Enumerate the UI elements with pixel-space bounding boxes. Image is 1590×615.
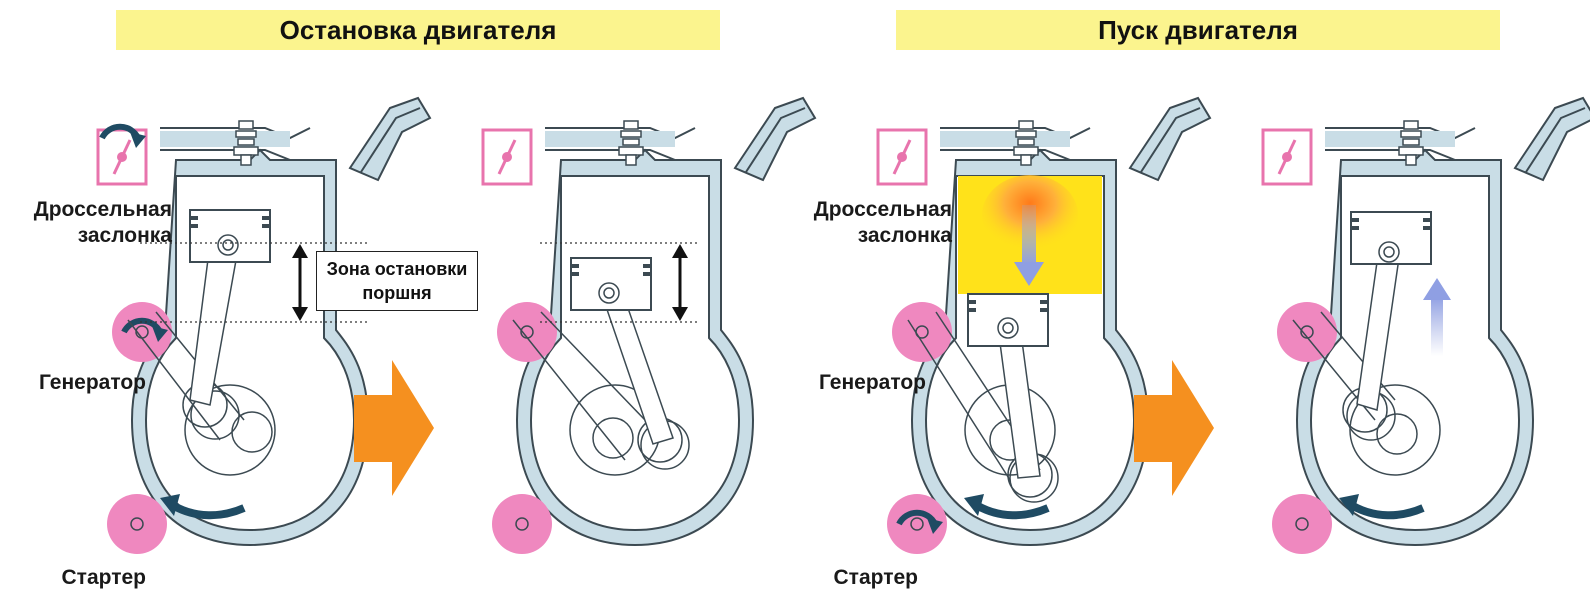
generator-label-right: Генератор xyxy=(798,370,926,396)
engine-stop-state-2 xyxy=(481,97,816,554)
step-arrow-icon xyxy=(1134,360,1214,496)
zone-label-line1: Зона остановки xyxy=(326,259,468,279)
starter-label-left: Стартер xyxy=(40,565,146,591)
generator-label-left: Генератор xyxy=(18,370,146,396)
engine-start-state-1 xyxy=(876,97,1211,554)
throttle-valve-icon xyxy=(1261,128,1313,186)
throttle-label-left: Дроссельная заслонка xyxy=(10,197,172,249)
double-arrow-icon xyxy=(292,244,308,321)
throttle-label-line1: Дроссельная xyxy=(813,198,952,221)
banner-engine-stop-text: Остановка двигателя xyxy=(279,14,557,45)
generator-label-text: Генератор xyxy=(38,371,146,394)
generator-label-text: Генератор xyxy=(818,371,926,394)
throttle-label-line2: заслонка xyxy=(77,224,172,247)
starter-label-text: Стартер xyxy=(61,566,146,589)
zone-label-line2: поршня xyxy=(362,283,432,303)
banner-engine-stop: Остановка двигателя xyxy=(116,10,720,50)
throttle-label-right: Дроссельная заслонка xyxy=(790,197,952,249)
step-arrow-icon xyxy=(354,360,434,496)
starter-label-right: Стартер xyxy=(812,565,918,591)
piston-stop-zone-label: Зона остановки поршня xyxy=(316,251,478,311)
throttle-valve-icon xyxy=(481,128,533,186)
throttle-label-line1: Дроссельная xyxy=(33,198,172,221)
banner-engine-start: Пуск двигателя xyxy=(896,10,1500,50)
double-arrow-icon xyxy=(672,244,688,321)
throttle-label-line2: заслонка xyxy=(857,224,952,247)
engine-stop-state-1 xyxy=(96,97,431,554)
throttle-valve-icon xyxy=(876,128,928,186)
engine-start-state-2 xyxy=(1261,97,1590,554)
starter-label-text: Стартер xyxy=(833,566,918,589)
banner-engine-start-text: Пуск двигателя xyxy=(1098,14,1298,45)
